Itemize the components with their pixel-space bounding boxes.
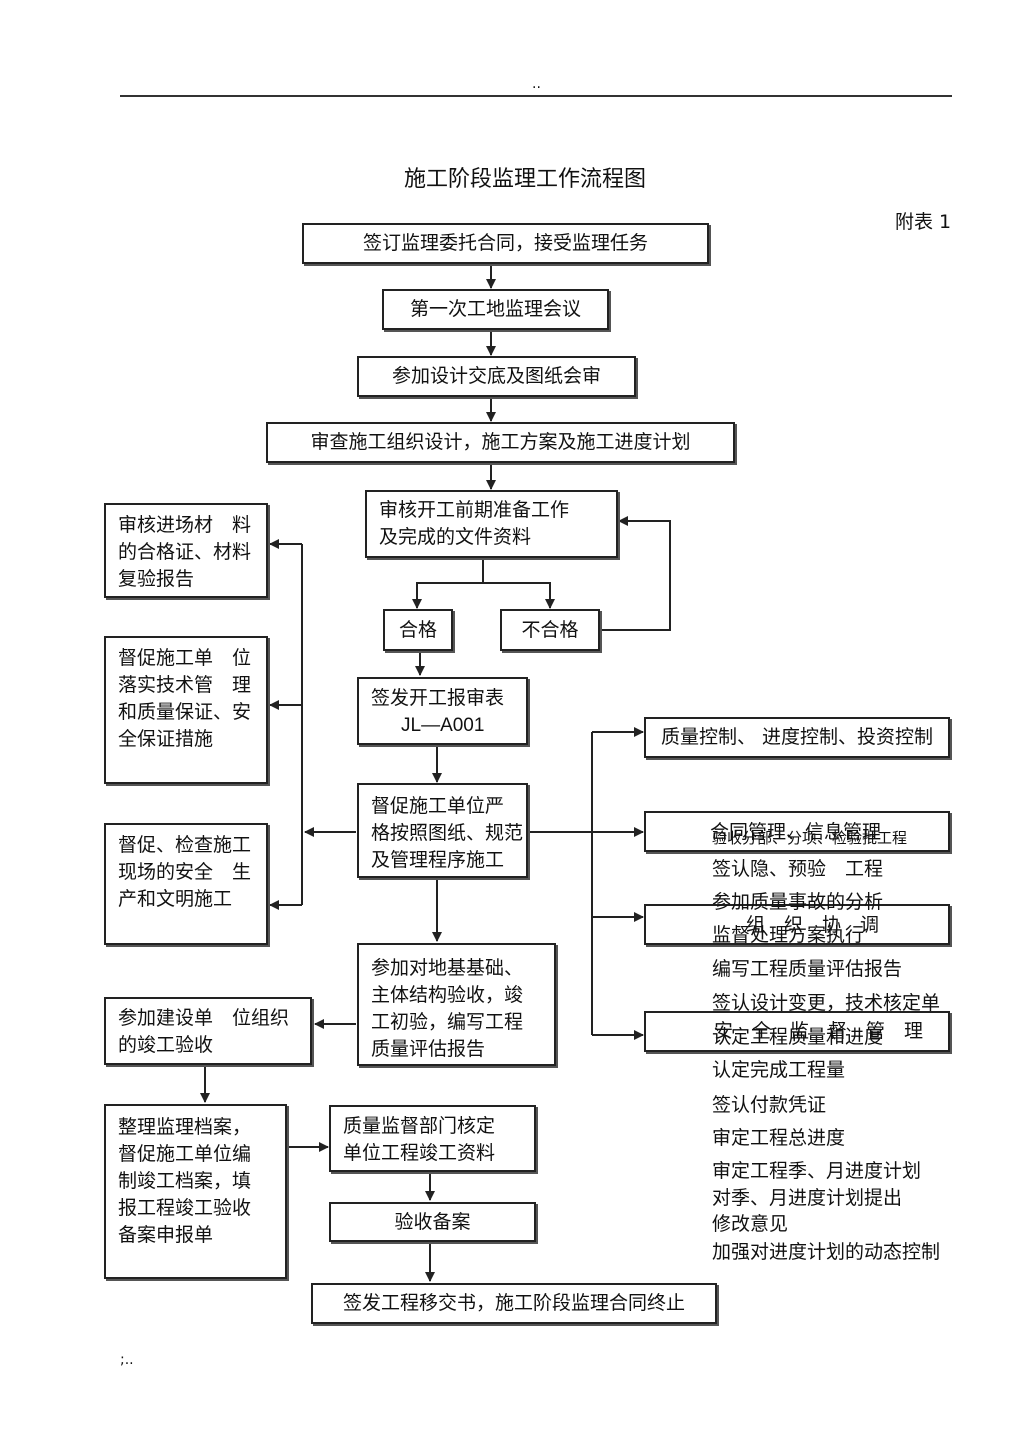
urge-tech-line-2: 落实技术管 理 [118,674,252,696]
acceptance-line-1: 参加对地基基础、 [371,957,524,979]
acceptance-line-4: 质量评估报告 [371,1038,486,1060]
review-prep-line-1: 审核开工前期准备工作 [379,499,570,521]
urge-tech-box: 督促施工单 位 落实技术管 理 和质量保证、安 全保证措施 [104,636,268,784]
owner-acceptance-box: 参加建设单 位组织 的竣工验收 [104,997,312,1065]
archive-line-5: 备案申报单 [118,1224,214,1246]
controls-label: 质量控制、 进度控制、投资控制 [660,726,934,748]
design-review-label: 参加设计交底及图纸会审 [391,365,601,387]
review-prep-line-2: 及完成的文件资料 [379,526,532,548]
safety-label: 安 全 监 督 管 理 [714,1020,924,1042]
right-list-item: 认定完成工程量 [712,1059,846,1081]
first-meeting-box: 第一次工地监理会议 [382,289,609,330]
urge-safety-box: 督促、检查施工 现场的安全 生 产和文明施工 [104,823,268,945]
right-list-item: 加强对进度计划的动态控制 [712,1241,941,1263]
urge-strict-line-2: 格按照图纸、规范 [371,822,524,844]
right-list-item: 参加质量事故的分析 [712,891,884,913]
quality-dept-box: 质量监督部门核定 单位工程竣工资料 [329,1105,536,1172]
acceptance-line-3: 工初验，编写工程 [371,1011,524,1033]
controls-box: 质量控制、 进度控制、投资控制 [644,717,950,758]
review-prep-box: 审核开工前期准备工作 及完成的文件资料 [365,490,618,558]
issue-start-line-1: 签发开工报审表 [371,687,505,709]
right-list-item: 监督处理方案执行 [712,924,865,946]
right-list-item: 认定工程质量和进度 [712,1026,884,1048]
archive-line-1: 整理监理档案， [118,1116,252,1138]
qualified-label: 合格 [398,618,437,641]
quality-dept-line-1: 质量监督部门核定 [343,1115,496,1137]
footer-mark: ;.. [120,1352,134,1368]
right-list-item: 编写工程质量评估报告 [712,958,903,980]
unqualified-box: 不合格 [500,609,600,651]
right-list-item: 签认设计变更，技术核定单 [712,992,941,1014]
right-list-item: 验收分部、分项、检验批工程 [712,829,908,847]
qualified-box: 合格 [383,609,453,651]
page-title: 施工阶段监理工作流程图 [404,167,647,192]
hand-over-label: 签发工程移交书，施工阶段监理合同终止 [342,1292,685,1314]
owner-acceptance-line-1: 参加建设单 位组织 [118,1007,290,1029]
filing-box: 验收备案 [329,1202,536,1242]
coordination-box: 组 织 协 调 [644,904,950,945]
urge-tech-line-1: 督促施工单 位 [118,647,252,669]
urge-tech-line-3: 和质量保证、安 [118,701,252,723]
header-mark: .. [532,76,541,92]
urge-safety-line-2: 现场的安全 生 [118,861,252,883]
right-list-item: 签认隐、预验 工程 [712,858,884,880]
archive-line-3: 制竣工档案，填 [118,1170,252,1192]
contract-info-box: 合同管理、信息管理 [644,811,950,852]
owner-acceptance-line-2: 的竣工验收 [118,1034,214,1056]
right-list-item: 修改意见 [712,1213,789,1235]
right-list-item: 审定工程季、月进度计划 [712,1160,922,1182]
archive-box: 整理监理档案， 督促施工单位编 制竣工档案，填 报工程竣工验收 备案申报单 [104,1104,287,1279]
design-review-box: 参加设计交底及图纸会审 [357,356,636,397]
right-list-item: 签认付款凭证 [712,1094,827,1116]
issue-start-box: 签发开工报审表 JL—A001 [357,677,528,745]
review-materials-line-2: 的合格证、材料 [118,541,252,563]
unqualified-label: 不合格 [521,618,579,641]
urge-strict-box: 督促施工单位严 格按照图纸、规范 及管理程序施工 [357,783,528,878]
sign-contract-label: 签订监理委托合同，接受监理任务 [362,232,648,254]
urge-tech-line-4: 全保证措施 [118,728,214,750]
urge-strict-line-1: 督促施工单位严 [371,795,505,817]
issue-start-form-code: JL—A001 [401,715,485,736]
review-org-design-box: 审查施工组织设计，施工方案及施工进度计划 [266,422,735,463]
right-list-item: 审定工程总进度 [712,1127,846,1149]
sign-contract-box: 签订监理委托合同，接受监理任务 [302,223,709,264]
review-org-design-label: 审查施工组织设计，施工方案及施工进度计划 [310,431,691,453]
review-materials-line-3: 复验报告 [118,568,195,590]
archive-line-2: 督促施工单位编 [118,1143,252,1165]
annex-label: 附表 1 [895,211,952,233]
acceptance-line-2: 主体结构验收，竣 [371,984,524,1006]
urge-strict-line-3: 及管理程序施工 [371,849,505,871]
right-list-item: 对季、月进度计划提出 [712,1187,903,1209]
filing-label: 验收备案 [394,1210,471,1233]
archive-line-4: 报工程竣工验收 [118,1197,252,1219]
quality-dept-line-2: 单位工程竣工资料 [343,1142,496,1164]
acceptance-box: 参加对地基基础、 主体结构验收，竣 工初验，编写工程 质量评估报告 [357,943,556,1066]
urge-safety-line-3: 产和文明施工 [118,888,233,910]
contract-info-label: 合同管理、信息管理 [710,821,882,843]
review-materials-line-1: 审核进场材 料 [118,514,252,536]
header-rule [120,95,952,97]
coordination-label: 组 织 协 调 [746,914,880,936]
urge-safety-line-1: 督促、检查施工 [118,834,252,856]
first-meeting-label: 第一次工地监理会议 [409,298,581,320]
safety-box: 安 全 监 督 管 理 [644,1011,950,1052]
hand-over-box: 签发工程移交书，施工阶段监理合同终止 [311,1283,717,1324]
review-materials-box: 审核进场材 料 的合格证、材料 复验报告 [104,503,268,598]
